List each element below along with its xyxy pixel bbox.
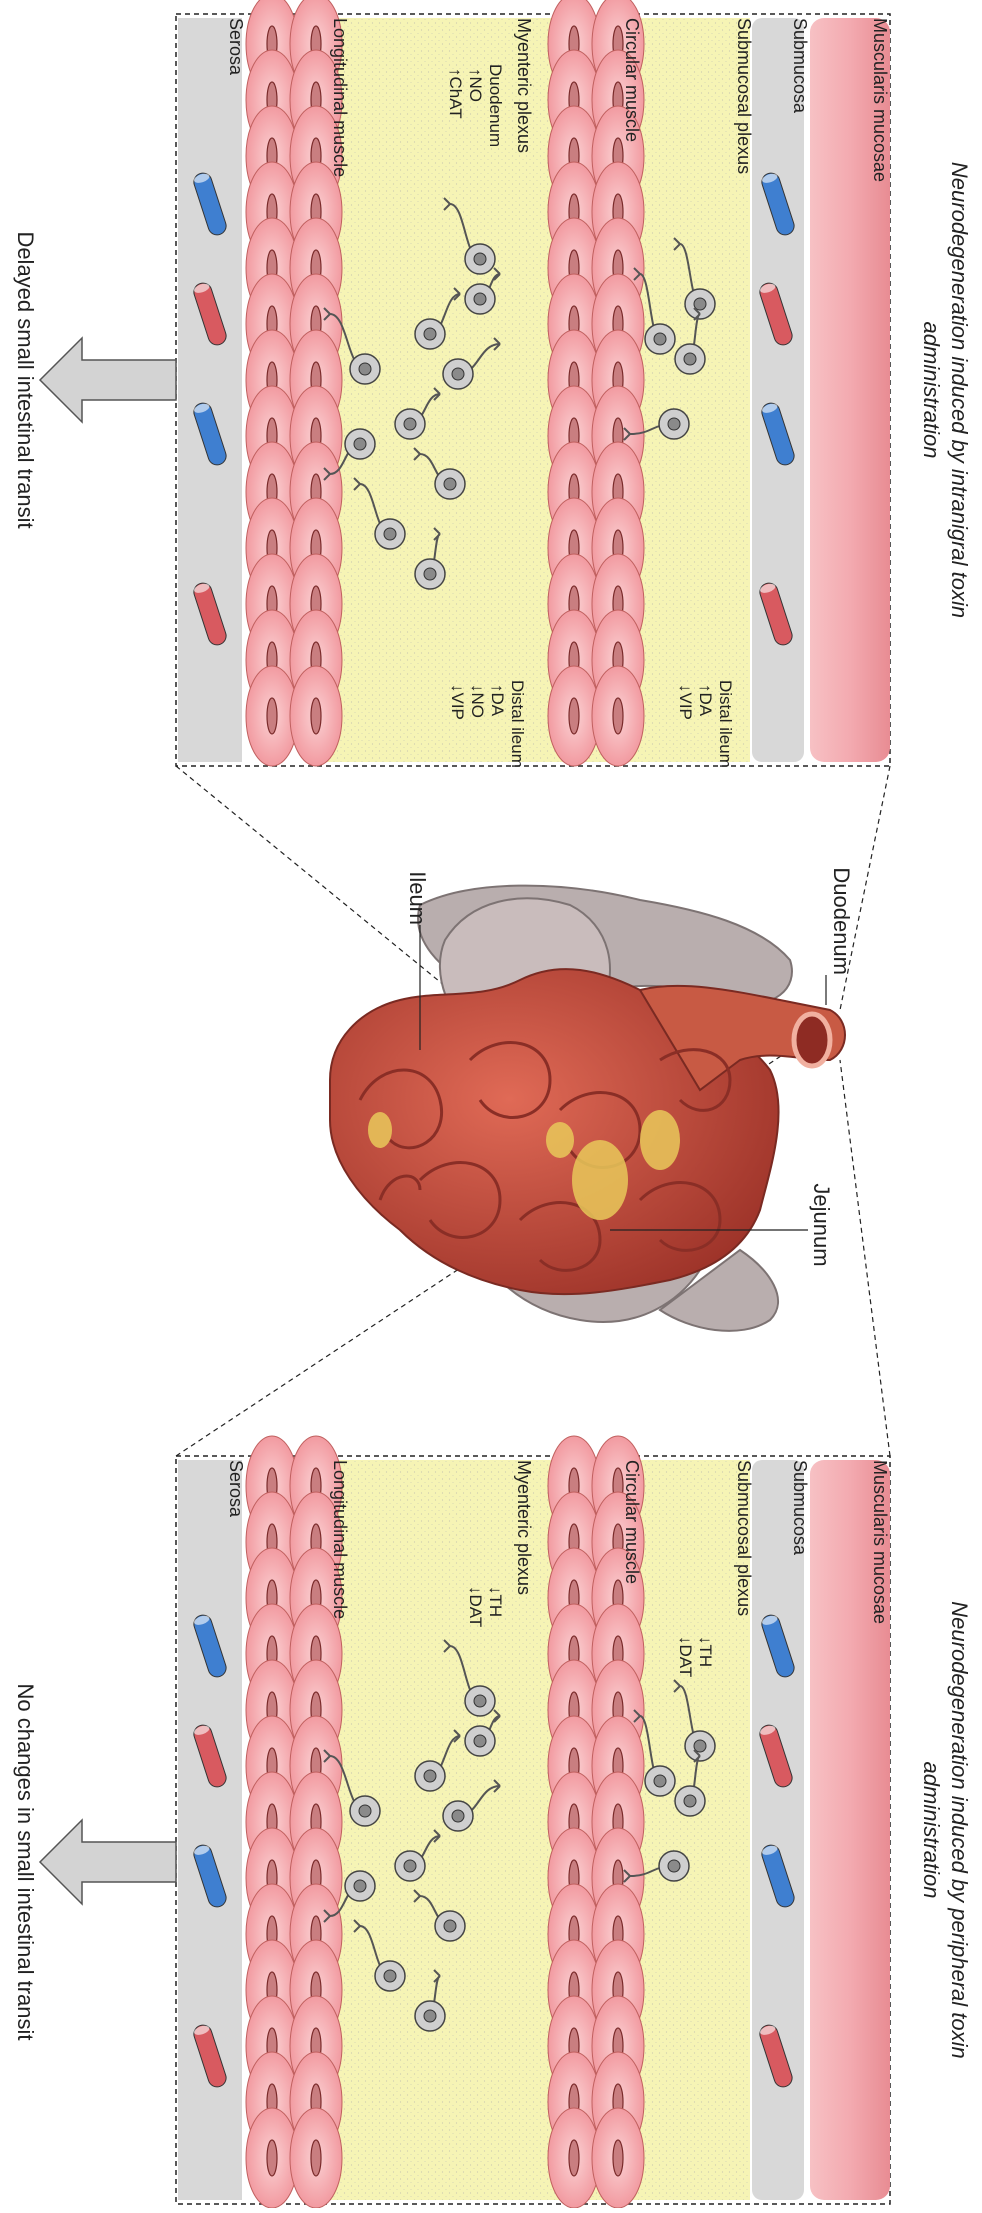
panel1-title-line2: administration (919, 322, 944, 459)
longitudinal-muscle-cell (290, 666, 342, 766)
label-longitudinal-muscle: Longitudinal muscle (330, 1460, 350, 1619)
panel2-title-line2: administration (919, 1762, 944, 1899)
annotation-title: Distal ileum (716, 680, 735, 768)
jejunum-label: Jejunum (809, 1183, 834, 1266)
submucosa-layer (752, 1460, 804, 2200)
longitudinal-muscle-layer (246, 0, 342, 766)
circular-muscle-cell (592, 2108, 644, 2208)
left-arrow-icon (40, 1820, 176, 1904)
annotation-marker: ↑DA (696, 684, 715, 717)
annotation-title: Duodenum (486, 64, 505, 147)
plexus-background (322, 18, 750, 762)
label-submucosal-plexus: Submucosal plexus (734, 1460, 754, 1616)
panel1-title-line1: Neurodegeneration induced by intranigral… (947, 162, 972, 618)
annotation-marker: ↓TH (486, 1586, 505, 1617)
circular-muscle-cell (592, 666, 644, 766)
panel2-title-line1: Neurodegeneration induced by peripheral … (947, 1601, 972, 2058)
label-submucosa: Submucosa (790, 18, 810, 114)
annotation-marker: ↓VIP (676, 684, 695, 720)
label-submucosal-plexus: Submucosal plexus (734, 18, 754, 174)
panel-intranigral: Muscularis mucosae Submucosa Submucosal pl… (176, 0, 890, 768)
annotation-marker: ↓TH (696, 1636, 715, 1667)
label-circular-muscle: Circular muscle (622, 18, 642, 142)
serosa-layer (178, 18, 242, 762)
label-myenteric-plexus: Myenteric plexus (514, 18, 534, 153)
label-muscularis-mucosae: Muscularis mucosae (870, 1460, 890, 1624)
duodenum-opening (794, 1014, 830, 1066)
label-muscularis-mucosae: Muscularis mucosae (870, 18, 890, 182)
label-longitudinal-muscle: Longitudinal muscle (330, 18, 350, 177)
longitudinal-muscle-cell (290, 2108, 342, 2208)
ileum-label: Ileum (405, 871, 430, 925)
annotation-marker: ↑DA (488, 684, 507, 717)
panel-peripheral: Muscularis mucosae Submucosa Submucosal pl… (176, 1436, 890, 2208)
annotation-marker: ↓DAT (466, 1586, 485, 1627)
small-intestine-illustration (330, 886, 845, 1331)
annotation-marker: ↑NO (466, 68, 485, 102)
longitudinal-muscle-layer (246, 1436, 342, 2208)
label-serosa: Serosa (226, 1460, 246, 1518)
outcome-arrow-2: No changes in small intestinal transit (13, 1683, 176, 2040)
outcome-label-1: Delayed small intestinal transit (13, 231, 38, 528)
label-submucosa: Submucosa (790, 1460, 810, 1556)
serosa-layer (178, 1460, 242, 2200)
annotation-marker: ↓VIP (448, 684, 467, 720)
annotation-marker: ↓NO (468, 684, 487, 718)
duodenum-label: Duodenum (829, 867, 854, 975)
label-serosa: Serosa (226, 18, 246, 76)
plexus-background (322, 1460, 750, 2200)
outcome-label-2: No changes in small intestinal transit (13, 1683, 38, 2040)
annotation-title: Distal ileum (508, 680, 527, 768)
outcome-arrow-1: Delayed small intestinal transit (13, 231, 176, 528)
label-circular-muscle: Circular muscle (622, 1460, 642, 1584)
label-myenteric-plexus: Myenteric plexus (514, 1460, 534, 1595)
annotation-marker: ↓DAT (676, 1636, 695, 1677)
left-arrow-icon (40, 338, 176, 422)
submucosa-layer (752, 18, 804, 762)
annotation-marker: ↑ChAT (446, 68, 465, 119)
